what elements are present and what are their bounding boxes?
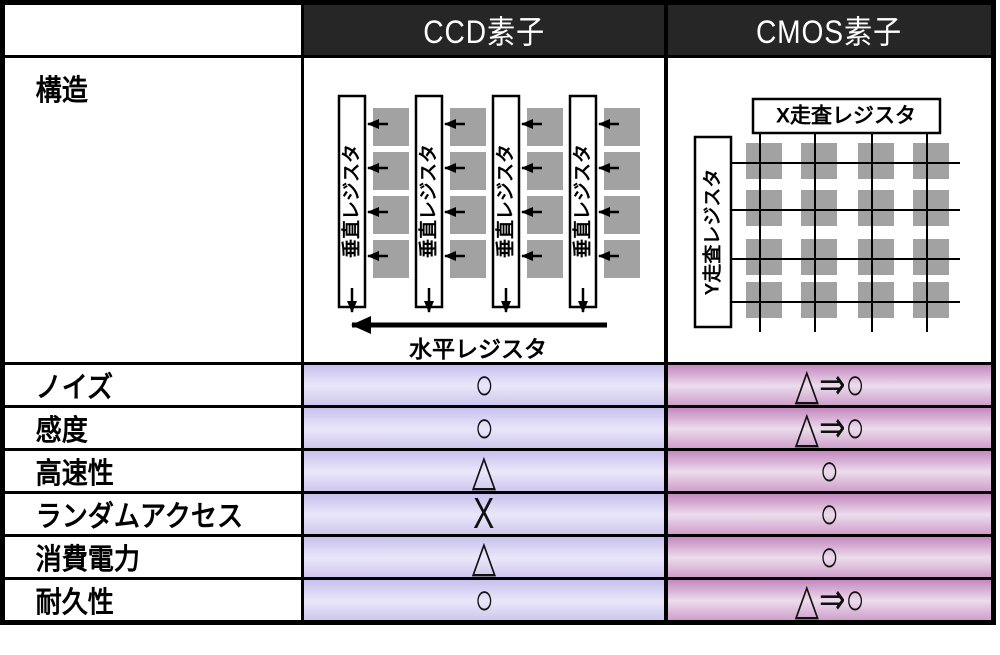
cmos-pixel-array: [746, 143, 949, 318]
rating-symbol: △⇒○: [794, 365, 865, 405]
row-label: ノイズ: [35, 372, 114, 404]
table-row-speed: 高速性 △ ○: [5, 448, 991, 491]
cmos-value-cell: ○: [664, 537, 991, 577]
cmos-value-cell: △⇒○: [664, 408, 991, 448]
ccd-pixel-array: [373, 108, 640, 278]
y-scan-register-box: [693, 135, 733, 329]
row-label-cell: 感度: [5, 408, 301, 448]
row-label-cell: ランダムアクセス: [5, 494, 301, 534]
x-scan-register-label: X走査レジスタ: [776, 104, 916, 128]
cmos-column-lines: [759, 133, 928, 332]
table-row-sensitivity: 感度 ○ △⇒○: [5, 405, 991, 448]
row-label-cell: 高速性: [5, 451, 301, 491]
vertical-register-label: 垂直レジスタ: [571, 144, 594, 258]
ccd-value-cell: ○: [301, 365, 664, 405]
rating-symbol: ○: [819, 537, 840, 577]
row-label: 感度: [35, 415, 88, 447]
ccd-value-cell: ○: [301, 580, 664, 620]
column-header-cmos: CMOS素子: [664, 5, 991, 55]
rating-symbol: ○: [474, 365, 494, 405]
structure-label-cell: 構造: [5, 58, 301, 362]
row-label: ランダムアクセス: [35, 501, 244, 533]
ccd-value-cell: △: [301, 451, 664, 491]
ccd-structure-diagram: 垂直レジスタ 垂直レジスタ 垂直レジスタ 垂直レジスタ 水平レジスタ: [337, 94, 640, 362]
vertical-register-label: 垂直レジスタ: [417, 144, 440, 258]
structure-row-label: 構造: [35, 75, 88, 107]
table-row-random-access: ランダムアクセス X ○: [5, 491, 991, 534]
structure-row: 構造: [5, 55, 991, 362]
vertical-register-label: 垂直レジスタ: [340, 144, 363, 258]
header-blank-cell: [5, 5, 301, 55]
cmos-value-cell: ○: [664, 451, 991, 491]
ccd-value-cell: △: [301, 537, 664, 577]
row-label: 高速性: [35, 458, 114, 490]
rating-symbol: △⇒○: [794, 408, 865, 448]
cmos-header-label: CMOS素子: [756, 14, 903, 50]
rating-symbol: X: [473, 494, 495, 534]
ccd-transfer-arrows: [367, 119, 619, 261]
ccd-header-label: CCD素子: [423, 14, 545, 50]
horizontal-register-label: 水平レジスタ: [409, 336, 547, 362]
ccd-readout-arrows: [347, 288, 588, 313]
table-row-durability: 耐久性 ○ △⇒○: [5, 577, 991, 620]
rating-symbol: ○: [474, 580, 494, 620]
row-label: 消費電力: [35, 544, 141, 576]
ccd-value-cell: X: [301, 494, 664, 534]
cmos-row-lines: [731, 162, 960, 303]
row-label-cell: ノイズ: [5, 365, 301, 405]
ccd-vertical-register-labels: 垂直レジスタ 垂直レジスタ 垂直レジスタ 垂直レジスタ: [340, 144, 594, 258]
ccd-structure-cell: 垂直レジスタ 垂直レジスタ 垂直レジスタ 垂直レジスタ 水平レジスタ: [301, 58, 664, 362]
row-label: 耐久性: [35, 587, 114, 619]
table-row-noise: ノイズ ○ △⇒○: [5, 362, 991, 405]
rating-symbol: ○: [819, 494, 840, 534]
column-header-ccd: CCD素子: [301, 5, 664, 55]
row-label-cell: 耐久性: [5, 580, 301, 620]
cmos-value-cell: △⇒○: [664, 365, 991, 405]
header-row: CCD素子 CMOS素子: [5, 5, 991, 55]
rating-symbol: △: [471, 451, 497, 491]
rating-symbol: ○: [474, 408, 494, 448]
cmos-value-cell: △⇒○: [664, 580, 991, 620]
cmos-value-cell: ○: [664, 494, 991, 534]
rating-symbol: △⇒○: [794, 580, 865, 620]
ccd-value-cell: ○: [301, 408, 664, 448]
x-scan-register-box: [751, 97, 942, 135]
comparison-table: CCD素子 CMOS素子 構造: [0, 0, 996, 625]
cmos-structure-diagram: X走査レジスタ Y走査レジスタ: [693, 97, 960, 332]
rating-symbol: ○: [819, 451, 840, 491]
vertical-register-label: 垂直レジスタ: [494, 144, 517, 258]
cmos-structure-cell: X走査レジスタ Y走査レジスタ: [664, 58, 991, 362]
table-row-power-consumption: 消費電力 △ ○: [5, 534, 991, 577]
y-scan-register-label: Y走査レジスタ: [701, 169, 724, 296]
rating-symbol: △: [471, 537, 497, 577]
row-label-cell: 消費電力: [5, 537, 301, 577]
